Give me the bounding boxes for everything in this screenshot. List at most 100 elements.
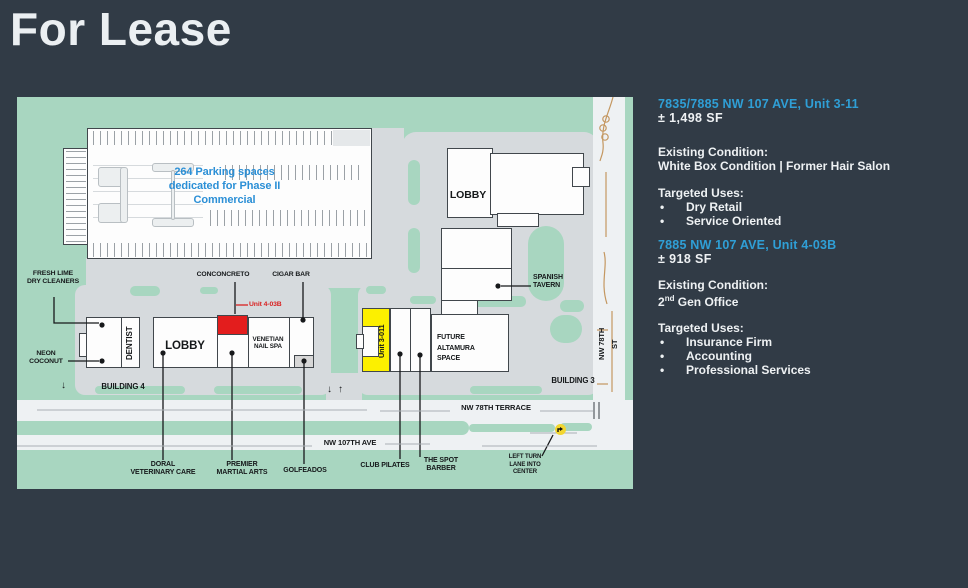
targeted-use-item: • Accounting [658, 349, 958, 363]
listing-unit-3-11: 7835/7885 NW 107 AVE, Unit 3-11 ± 1,498 … [658, 97, 958, 228]
listing-size: ± 1,498 SF [658, 111, 724, 125]
targeted-use-item: • Insurance Firm [658, 335, 958, 349]
building4-rear-unit [294, 355, 314, 368]
landscape-patch [130, 286, 160, 296]
unit-divider [217, 317, 219, 368]
unit-divider [441, 268, 512, 270]
existing-condition-label: Existing Condition: [658, 145, 768, 159]
unit-3-011-tab [356, 334, 364, 349]
label-unit-3-011: Unit 3-011 [377, 324, 386, 358]
bullet-icon: • [660, 363, 665, 377]
landscape-patch [408, 160, 420, 205]
label-nw-78th-st: NW 78TH ST [597, 327, 619, 361]
traffic-arrow-up-icon: ↑ [338, 384, 343, 395]
targeted-uses-label: Targeted Uses: [658, 186, 744, 200]
unit-4-03b-highlight [217, 315, 248, 335]
label-spanish-tavern: SPANISH TAVERN [533, 274, 563, 290]
parking-row-ticks [93, 131, 367, 145]
listing-address: 7835/7885 NW 107 AVE, Unit 3-11 [658, 97, 859, 111]
landscape-patch [560, 300, 584, 312]
label-premier-martial-arts: PREMIER MARTIAL ARTS [216, 461, 268, 477]
unit-divider [289, 317, 291, 368]
bullet-icon: • [660, 349, 665, 363]
spanish-tavern-building [441, 228, 512, 301]
label-unit-4-03b: Unit 4-03B [249, 301, 282, 308]
building-northeast-main [490, 153, 584, 215]
label-building4: BUILDING 4 [101, 382, 145, 391]
unit-divider [248, 317, 250, 368]
bullet-icon: • [660, 335, 665, 349]
parking-row-ticks [210, 210, 365, 226]
building4-west [86, 317, 122, 368]
label-lobby-building4: LOBBY [165, 340, 205, 352]
label-golfeados: GOLFEADOS [283, 467, 327, 474]
page-title: For Lease [10, 3, 232, 55]
listing-size: ± 918 SF [658, 252, 712, 266]
label-neon-coconut: NEON COCONUT [29, 350, 63, 366]
label-the-spot-barber: THE SPOT BARBER [423, 457, 459, 473]
label-nw-107th-ave: NW 107TH AVE [323, 438, 377, 447]
parking-row-ticks [66, 151, 86, 242]
landscape-patch [410, 296, 436, 304]
targeted-use-text: Accounting [686, 349, 752, 363]
label-fresh-lime: FRESH LIME DRY CLEANERS [26, 270, 80, 286]
targeted-use-item: • Professional Services [658, 363, 958, 377]
label-doral-veterinary: DORAL VETERINARY CARE [130, 461, 196, 477]
existing-condition-label: Existing Condition: [658, 278, 768, 292]
building-northeast-annex [572, 167, 590, 187]
parking-note: 264 Parking spaces dedicated for Phase I… [168, 166, 281, 206]
pavement-driveway [326, 373, 362, 400]
label-lobby-building3: LOBBY [449, 189, 487, 201]
parking-island [120, 167, 128, 223]
listing-unit-4-03b: 7885 NW 107 AVE, Unit 4-03B ± 918 SF Exi… [658, 238, 958, 377]
targeted-use-text: Dry Retail [686, 200, 743, 214]
building3-altamura [431, 314, 509, 372]
parking-row-ticks [225, 165, 365, 180]
label-club-pilates: CLUB PILATES [360, 462, 410, 469]
landscape-patch [200, 287, 218, 294]
label-left-turn-lane: LEFT TURN LANE INTO CENTER [508, 454, 542, 475]
targeted-use-text: Service Oriented [686, 214, 782, 228]
parking-structure-bay [333, 130, 370, 146]
parking-island [171, 170, 175, 220]
building4-dentist-unit [121, 317, 140, 368]
landscape-patch [528, 226, 564, 301]
left-turn-arrow-icon [555, 424, 566, 435]
unit-divider [410, 308, 412, 372]
existing-condition-value: 2nd Gen Office [658, 292, 958, 309]
label-building3: BUILDING 3 [551, 376, 595, 385]
targeted-use-item: • Dry Retail [658, 200, 958, 214]
label-conconcreto: CONCONCRETO [196, 271, 250, 278]
listing-address: 7885 NW 107 AVE, Unit 4-03B [658, 238, 837, 252]
building-northeast-step [497, 213, 539, 227]
road-median [17, 421, 469, 435]
site-plan-map: ↓ ↓ ↑ 264 Parking spaces dedicated for P… [17, 97, 633, 489]
label-cigar-bar: CIGAR BAR [272, 271, 310, 278]
label-future-altamura: FUTURE ALTAMURA SPACE [437, 334, 475, 362]
condition-superscript: nd [664, 294, 675, 303]
condition-base: 2 [658, 295, 665, 309]
traffic-arrow-down-icon: ↓ [61, 380, 66, 391]
listings-panel: 7835/7885 NW 107 AVE, Unit 3-11 ± 1,498 … [658, 97, 958, 377]
label-dentist: DENTIST [125, 326, 134, 360]
label-nw-78th-terrace: NW 78TH TERRACE [461, 403, 531, 412]
bullet-icon: • [660, 214, 665, 228]
landscape-patch [366, 286, 386, 294]
landscape-patch [95, 386, 185, 394]
landscape-patch [550, 315, 582, 343]
existing-condition-value: White Box Condition | Former Hair Salon [658, 159, 891, 173]
road-median-end [560, 423, 592, 431]
targeted-uses-label: Targeted Uses: [658, 321, 744, 335]
building-northeast-left [447, 148, 493, 218]
bullet-icon: • [660, 200, 665, 214]
targeted-use-text: Insurance Firm [686, 335, 773, 349]
traffic-arrow-down-icon: ↓ [327, 384, 332, 395]
landscape-patch [408, 228, 420, 273]
landscape-patch [470, 296, 526, 307]
road-median-thin [469, 424, 555, 432]
parking-row-ticks [93, 243, 367, 257]
targeted-use-text: Professional Services [686, 363, 811, 377]
label-venetian-nail-spa: VENETIAN NAIL SPA [252, 336, 284, 351]
pavement-strip [86, 258, 408, 288]
